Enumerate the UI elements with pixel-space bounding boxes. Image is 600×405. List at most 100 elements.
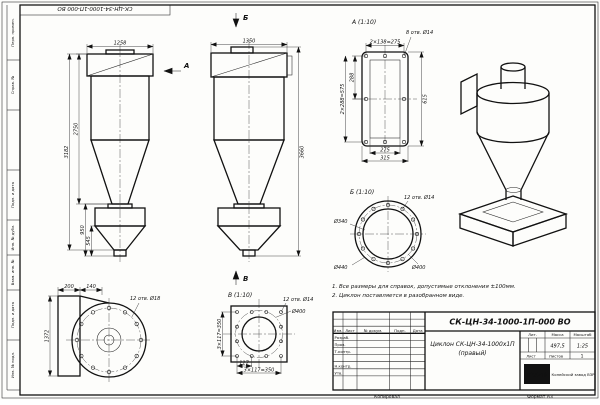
row-nkontr: Н.контр. xyxy=(335,363,352,368)
volute-tangent xyxy=(79,295,110,304)
view-arrow-a: А xyxy=(163,62,189,75)
volute-dim2: 140 xyxy=(86,284,96,290)
detail-b-inner xyxy=(362,208,414,260)
view-v-dim-left: 3×117=350 xyxy=(217,319,223,350)
dim-a-top: 2×138=275 xyxy=(370,40,401,46)
dim-a-right: 615 xyxy=(423,94,429,104)
footer-kopiroval: Копировал xyxy=(374,394,400,400)
side-inlet-flange xyxy=(286,55,293,76)
front-outlet xyxy=(113,249,127,257)
view-v-flange xyxy=(230,305,288,363)
front-view: 1258 2750 3182 950 545 xyxy=(64,41,154,262)
note-1: 1. Все размеры для справок, допустимые о… xyxy=(332,284,516,290)
view-v-dim-b1: 117 xyxy=(239,361,249,367)
iso-base-top xyxy=(457,195,569,233)
iso-inlet-duct xyxy=(460,72,478,116)
detail-b-outer xyxy=(354,200,422,268)
detail-b-bolt-holes xyxy=(357,203,419,265)
dim-front-width: 1258 xyxy=(114,41,127,47)
front-spiral-edge xyxy=(86,53,154,77)
iso-base-right xyxy=(512,213,567,247)
volute-view: 200 140 12 отв. Ø18 1372 xyxy=(44,284,160,382)
iso-base-left xyxy=(459,213,514,247)
margin-label: Справ. № xyxy=(10,76,15,95)
dim-a-bottom2: 315 xyxy=(380,156,390,162)
title-block-left: Изм. Лист № докум. Подп. Дата Разраб. Пр… xyxy=(333,312,425,390)
volute-dim1: 200 xyxy=(64,284,74,290)
view-arrow-b-label: Б xyxy=(243,14,248,22)
detail-b-dia-inner: Ø340 xyxy=(333,218,347,225)
volute-hub xyxy=(96,327,122,353)
h-sheet: Лист xyxy=(526,353,536,358)
dim-side-height: 3660 xyxy=(300,146,306,159)
margin-label: Подп. и дата xyxy=(10,182,15,208)
footer: Копировал Формат А3 xyxy=(374,394,553,400)
dim-a-bottom1: 275 xyxy=(380,148,390,154)
detail-a-holes-note: 8 отв. Ø14 xyxy=(406,29,433,36)
dim-front-total-height: 3182 xyxy=(64,146,70,159)
volute-scroll xyxy=(71,302,147,378)
sheet-frame xyxy=(1,1,599,399)
margin-strip: Перв. примен. Справ. № Подп. и дата Инв.… xyxy=(6,5,20,391)
volute-height: 1372 xyxy=(44,330,50,343)
margin-label: Перв. примен. xyxy=(10,18,15,47)
margin-label: Инв. № подл. xyxy=(10,352,15,378)
detail-b-dia-outer: Ø440 xyxy=(333,264,347,271)
company-logo-box xyxy=(524,364,550,384)
row-razrab: Разраб. xyxy=(335,335,350,340)
volute-duct xyxy=(57,295,81,377)
detail-b-title: Б (1:10) xyxy=(350,189,374,196)
footer-format: Формат А3 xyxy=(527,394,553,400)
note-2: 2. Циклон поставляется в разобранном вид… xyxy=(332,293,465,299)
view-v: В (1:10) 12 отв. Ø14 Ø400 3×117=350 117 … xyxy=(217,292,313,376)
doc-number: СК-ЦН-34-1000-1П-000 ВО xyxy=(449,318,570,327)
dim-front-body-height: 2750 xyxy=(73,123,79,136)
dim-side-width: 1350 xyxy=(243,39,256,45)
view-arrow-v-label: В xyxy=(243,275,248,283)
dim-front-cone: 545 xyxy=(86,236,92,246)
view-v-dim-b2: 3×117=350 xyxy=(244,368,275,374)
h-sheets: Листов xyxy=(549,353,564,358)
company-name: Копейский завод ВЗР xyxy=(552,372,596,377)
side-view: 1350 3660 xyxy=(210,39,306,262)
row-prov: Пров. xyxy=(335,342,346,347)
row-tkontr: Т.контр. xyxy=(334,349,351,354)
mass-value: 497,5 xyxy=(550,344,564,350)
view-arrow-b: Б xyxy=(232,13,248,28)
col-izm: Изм. xyxy=(334,328,343,333)
title-block: Изм. Лист № докум. Подп. Дата Разраб. Пр… xyxy=(332,311,596,391)
title-block-right: СК-ЦН-34-1000-1П-000 ВО Циклон СК-ЦН-34-… xyxy=(424,312,596,390)
detail-b-dia-bolt: Ø400 xyxy=(411,264,425,271)
volute-bolt-holes xyxy=(74,305,144,375)
view-arrow-v: В xyxy=(232,270,248,285)
volute-holes-note: 12 отв. Ø18 xyxy=(130,295,160,302)
dim-a-left2: 2×288=575 xyxy=(340,84,346,115)
isometric-view xyxy=(457,62,569,247)
company-logo: KVZR xyxy=(526,372,548,380)
technical-notes: 1. Все размеры для справок, допустимые о… xyxy=(332,284,516,299)
side-spiral-edge xyxy=(210,52,288,78)
margin-label: Подп. и дата xyxy=(10,302,15,328)
view-v-title: В (1:10) xyxy=(228,292,252,299)
col-data: Дата xyxy=(413,328,423,333)
detail-b-bolt-circle xyxy=(358,204,418,264)
top-stamp-code: СК-ЦН-34-1000-1П-000 ВО xyxy=(57,5,133,11)
detail-a-opening xyxy=(369,59,401,139)
h-lit: Лит. xyxy=(528,332,537,337)
col-podp: Подп. xyxy=(394,328,406,333)
side-hopper-pyramid xyxy=(216,225,282,251)
view-arrow-a-label: А xyxy=(183,62,189,70)
dim-front-hopper: 950 xyxy=(80,225,86,235)
detail-b: Б (1:10) 12 отв. Ø14 Ø340 Ø440 Ø400 xyxy=(333,189,434,272)
margin-label: Взам. инв. № xyxy=(10,260,15,286)
h-scale: Масштаб xyxy=(573,332,592,337)
side-outlet xyxy=(242,249,256,257)
h-mass: Масса xyxy=(551,332,563,337)
margin-label: Инв. № дубл. xyxy=(10,225,15,251)
row-utv: Утв. xyxy=(335,370,343,375)
col-list: Лист xyxy=(345,328,355,333)
col-doc: № докум. xyxy=(364,328,383,333)
view-v-opening xyxy=(241,316,277,352)
